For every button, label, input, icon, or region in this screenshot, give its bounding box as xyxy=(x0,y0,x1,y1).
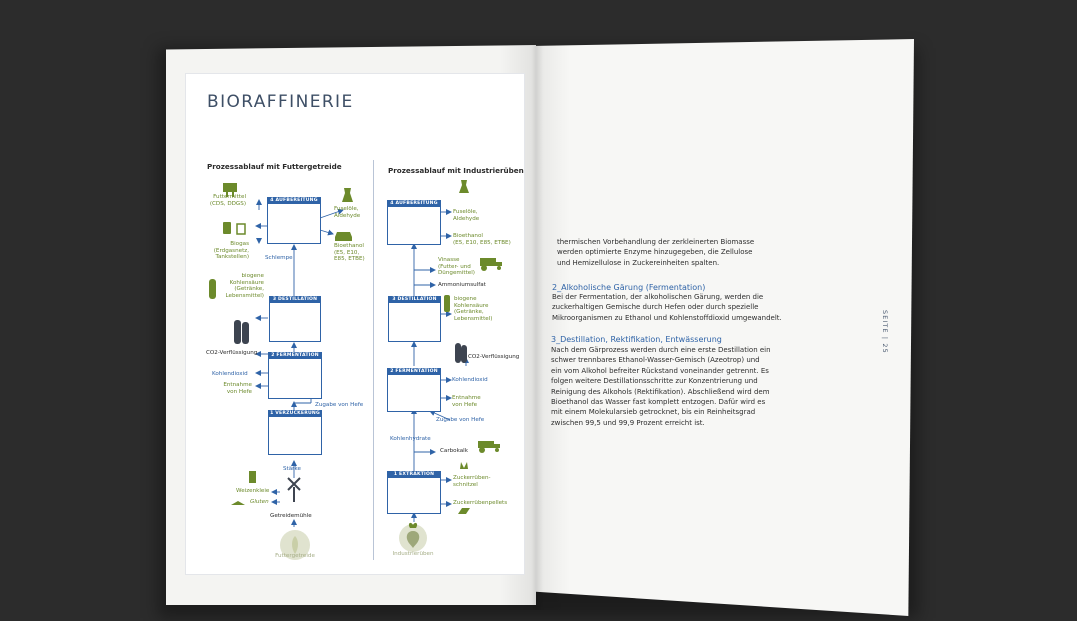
left-stage3-label: 3 DESTILLATION xyxy=(269,296,321,303)
gluten-pile-icon xyxy=(231,501,245,505)
left-stage2-label: 2 FERMENTATION xyxy=(268,352,322,359)
right-label-kohlenhydrate: Kohlenhydrate xyxy=(390,436,431,443)
co2-cylinders-icon xyxy=(234,320,249,344)
intro-paragraph: thermischen Vorbehandlung der zerkleiner… xyxy=(557,237,754,268)
label-starke: Stärke xyxy=(283,466,301,473)
left-stage2-box xyxy=(268,352,322,399)
left-arrow-bioethanol xyxy=(320,230,333,234)
page-number-label: SEITE | 25 xyxy=(881,310,888,354)
tractor-icon-carbokalk xyxy=(478,441,500,448)
flask-icon xyxy=(342,188,353,202)
right-label-fuselole: Fuselöle,Aldehyde xyxy=(453,209,479,222)
right-label-kohlendioxid: Kohlendioxid xyxy=(452,377,488,384)
pellets-icon xyxy=(458,508,470,514)
label-futtermittel: Futtermittel(CDS, DDGS) xyxy=(196,194,246,207)
label-gluten: Gluten xyxy=(250,499,269,506)
label-zugabe-hefe: Zugabe von Hefe xyxy=(315,402,363,409)
left-stage4-box xyxy=(267,197,321,244)
right-stage4-label: 4 AUFBEREITUNG xyxy=(387,200,441,207)
right-stage2-label: 2 FERMENTATION xyxy=(387,368,441,375)
label-weizenkleie: Weizenkleie xyxy=(236,488,269,495)
car-icon xyxy=(335,232,352,241)
right-label-ammoniumsulfat: Ammoniumsulfat xyxy=(438,282,486,289)
right-label-zugabe-hefe: Zugabe von Hefe xyxy=(436,417,484,424)
right-stage3-label: 3 DESTILLATION xyxy=(388,296,441,303)
label-getreidemuhle: Getreidemühle xyxy=(270,513,312,520)
label-schlempe: Schlempe xyxy=(265,255,293,262)
right-label-pellets: Zuckerrübenpellets xyxy=(453,500,507,507)
right-bottle-icon xyxy=(444,295,450,312)
schnitzel-icon xyxy=(460,462,468,469)
right-label-bioethanol: Bioethanol(E5, E10, E85, ETBE) xyxy=(453,233,511,246)
label-fuselole: Fuselöle,Aldehyde xyxy=(334,206,360,219)
tank-label-malz: MALZ xyxy=(283,439,294,446)
right-label-schnitzel: Zuckerrüben-schnitzel xyxy=(453,475,491,488)
label-futtergetreide: Futtergetreide xyxy=(268,553,322,560)
label-kohlendioxid: Kohlendioxid xyxy=(212,371,248,378)
gas-station-icon xyxy=(223,222,231,234)
windmill-icon xyxy=(288,478,300,502)
label-biogas: Biogas(Erdgasnetz,Tankstellen) xyxy=(196,241,249,261)
section-3-paragraph: Nach dem Gärprozess werden durch eine er… xyxy=(551,345,771,428)
section-3-heading: 3_Destillation, Rektifikation, Entwässer… xyxy=(551,335,722,344)
right-label-co2-verflussigung: CO2-Verflüssigung xyxy=(468,354,519,361)
section-2-heading: 2_Alkoholische Gärung (Fermentation) xyxy=(552,283,705,292)
label-bioethanol: Bioethanol(E5, E10,E85, ETBE) xyxy=(334,243,365,263)
fuel-pump-icon xyxy=(237,224,245,234)
right-flask-icon xyxy=(459,180,469,193)
tractor-icon-vinasse xyxy=(480,258,502,266)
section-2-paragraph: Bei der Fermentation, der alkoholischen … xyxy=(552,292,782,323)
tank-label-enzyme: ENZYME xyxy=(272,425,288,432)
sack-icon xyxy=(249,471,256,483)
right-stage1-label: 1 EXTRAKTION xyxy=(387,471,441,478)
right-tank-icons xyxy=(392,220,428,508)
right-label-carbokalk: Carbokalk xyxy=(440,448,468,455)
right-co2-cylinders-icon xyxy=(455,343,467,363)
right-label-industrieruben: Industrierüben xyxy=(385,551,441,558)
label-co2-verflussigung: CO2-Verflüssigung xyxy=(206,350,257,357)
tank-label-maische: MAISCHE xyxy=(300,440,317,447)
left-stage1-label: 1 VERZUCKERUNG xyxy=(268,410,322,417)
left-stage4-label: 4 AUFBEREITUNG xyxy=(267,197,321,204)
